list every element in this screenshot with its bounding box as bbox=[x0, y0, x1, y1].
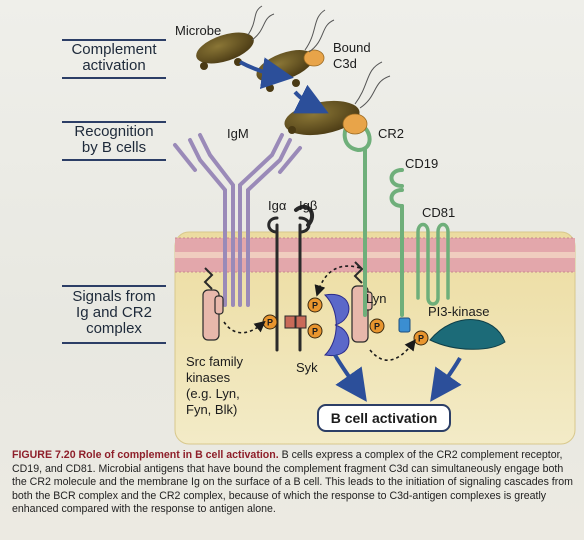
pi3-kinase-label: PI3-kinase bbox=[428, 304, 489, 319]
cell-membrane bbox=[175, 237, 575, 273]
microbe-label: Microbe bbox=[175, 23, 221, 38]
b-cell-activation-box: B cell activation bbox=[317, 404, 451, 432]
phospho-label-1: P bbox=[267, 318, 273, 328]
src-family-label-1: Src family bbox=[186, 354, 244, 369]
side-line-2 bbox=[62, 77, 166, 79]
b-cell-activation-label: B cell activation bbox=[331, 410, 438, 426]
cd81-label: CD81 bbox=[422, 205, 455, 220]
blue-arrows bbox=[239, 57, 462, 402]
cd19 bbox=[389, 168, 404, 317]
side-line-5 bbox=[62, 285, 166, 287]
side-line-6 bbox=[62, 342, 166, 344]
side-label-signals: Signals from Ig and CR2 complex bbox=[72, 288, 156, 337]
side-label-recognition: Recognition by B cells bbox=[74, 123, 154, 156]
cd19-label: CD19 bbox=[405, 156, 438, 171]
phospho-labels: P P P P P bbox=[267, 301, 424, 344]
microbe-free bbox=[196, 5, 275, 70]
dashed-arrows bbox=[223, 265, 416, 361]
side-line-4 bbox=[62, 159, 166, 161]
src-kinase-left bbox=[202, 267, 224, 341]
syk-kinase bbox=[323, 293, 350, 357]
lyn-label: Lyn bbox=[366, 291, 386, 306]
side-line-1 bbox=[62, 39, 166, 41]
b-cell-body bbox=[174, 231, 576, 445]
bound-c3d-label-1: Bound bbox=[333, 40, 371, 55]
syk-label: Syk bbox=[296, 360, 318, 375]
phospho-label-3: P bbox=[312, 327, 318, 337]
ig-alpha-beta bbox=[267, 204, 315, 352]
cr2-receptor bbox=[342, 118, 372, 317]
igm-receptor bbox=[173, 133, 302, 307]
src-family-label-4: Fyn, Blk) bbox=[186, 402, 237, 417]
phospho-groups bbox=[262, 297, 429, 346]
figure-caption: FIGURE 7.20 Role of complement in B cell… bbox=[12, 449, 574, 517]
phospho-label-4: P bbox=[374, 322, 380, 332]
side-line-3 bbox=[62, 121, 166, 123]
src-family-label-2: kinases bbox=[186, 370, 231, 385]
cd81 bbox=[416, 222, 450, 306]
src-family-label-3: (e.g. Lyn, bbox=[186, 386, 240, 401]
caption-body: B cells express a complex of the CR2 com… bbox=[12, 449, 573, 516]
ig-beta-label: Igβ bbox=[299, 198, 317, 213]
caption-title: FIGURE 7.20 Role of complement in B cell… bbox=[12, 449, 279, 461]
cr2-label: CR2 bbox=[378, 126, 404, 141]
diagram-svg: P P P P P bbox=[173, 5, 576, 445]
pi3-kinase bbox=[398, 317, 506, 350]
phospho-label-2: P bbox=[312, 301, 318, 311]
phospho-label-5: P bbox=[418, 334, 424, 344]
itam-boxes bbox=[284, 315, 307, 329]
diagram-labels: Microbe Bound C3d IgM CR2 CD19 CD81 Igα … bbox=[175, 23, 489, 417]
ig-alpha-label: Igα bbox=[268, 198, 287, 213]
side-label-complement-activation: Complement activation bbox=[71, 41, 157, 74]
igm-label: IgM bbox=[227, 126, 249, 141]
bound-c3d-label-2: C3d bbox=[333, 56, 357, 71]
